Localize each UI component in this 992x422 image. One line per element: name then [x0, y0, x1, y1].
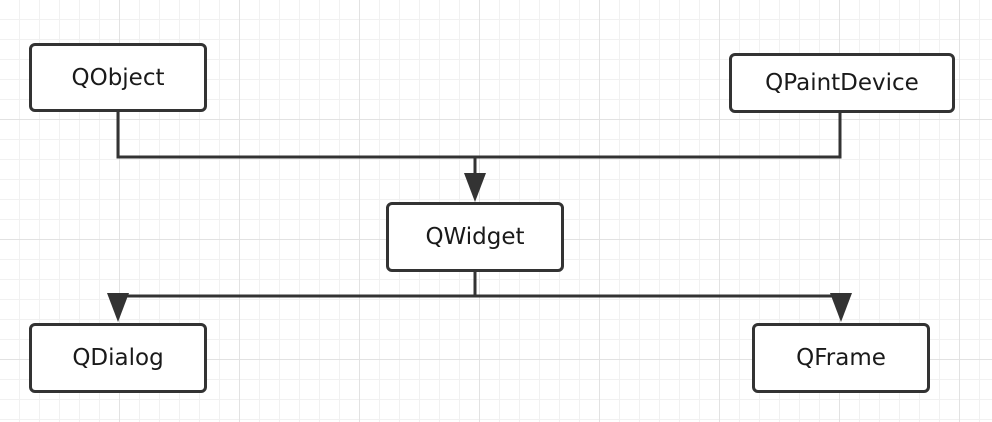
node-qframe-label: QFrame: [796, 345, 886, 371]
arrowhead-qwidget: [464, 173, 486, 202]
node-qdialog: QDialog: [29, 323, 207, 393]
node-qwidget: QWidget: [386, 202, 564, 272]
node-qwidget-label: QWidget: [425, 224, 525, 250]
node-qobject: QObject: [29, 43, 207, 112]
arrowhead-qdialog: [107, 293, 129, 322]
arrowhead-qframe: [830, 293, 852, 322]
node-qframe: QFrame: [752, 323, 930, 393]
node-qpaintdevice-label: QPaintDevice: [765, 70, 919, 96]
node-qobject-label: QObject: [71, 64, 165, 91]
node-qdialog-label: QDialog: [72, 345, 164, 371]
node-qpaintdevice: QPaintDevice: [729, 53, 955, 113]
